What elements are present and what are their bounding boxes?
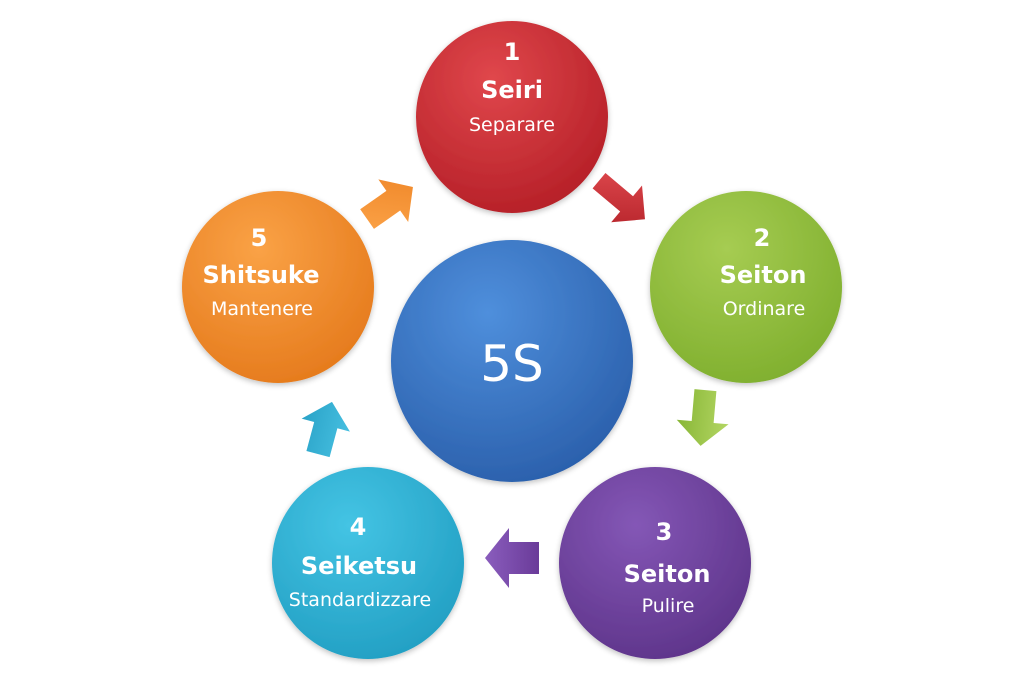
step-description: Standardizzare	[289, 589, 431, 611]
center-circle	[391, 240, 633, 482]
step-circle	[182, 191, 374, 383]
step-circle	[416, 21, 608, 213]
step-number: 3	[656, 518, 673, 546]
step-node-1: 1 Seiri Separare	[416, 21, 608, 213]
step-node-4: 4 Seiketsu Standardizzare	[272, 467, 464, 659]
arrow-icon	[592, 173, 645, 223]
arrow-2-to-3	[676, 389, 729, 446]
arrow-5-to-1	[360, 179, 413, 229]
step-number: 5	[251, 224, 268, 252]
arrow-icon	[676, 389, 729, 446]
center-node: 5S	[391, 240, 633, 482]
arrow-icon	[485, 528, 539, 588]
step-node-2: 2 Seiton Ordinare	[650, 191, 842, 383]
step-node-5: 5 Shitsuke Mantenere	[182, 191, 374, 383]
step-circle	[272, 467, 464, 659]
step-description: Ordinare	[723, 298, 806, 320]
step-description: Mantenere	[211, 298, 313, 320]
arrow-3-to-4	[485, 528, 539, 588]
step-node-3: 3 Seiton Pulire	[559, 467, 751, 659]
center-label: 5S	[480, 335, 544, 393]
step-number: 1	[504, 38, 521, 66]
arrow-1-to-2	[592, 173, 645, 223]
step-name: Seiri	[481, 76, 543, 104]
step-description: Separare	[469, 114, 555, 136]
step-description: Pulire	[642, 595, 695, 617]
step-number: 2	[754, 224, 771, 252]
step-name: Seiton	[624, 560, 711, 588]
step-name: Shitsuke	[202, 261, 319, 289]
step-circle	[559, 467, 751, 659]
step-name: Seiton	[720, 261, 807, 289]
arrow-4-to-5	[301, 401, 350, 458]
arrow-icon	[301, 401, 350, 458]
arrow-icon	[360, 179, 413, 229]
step-name: Seiketsu	[301, 552, 417, 580]
step-number: 4	[350, 513, 367, 541]
step-circle	[650, 191, 842, 383]
